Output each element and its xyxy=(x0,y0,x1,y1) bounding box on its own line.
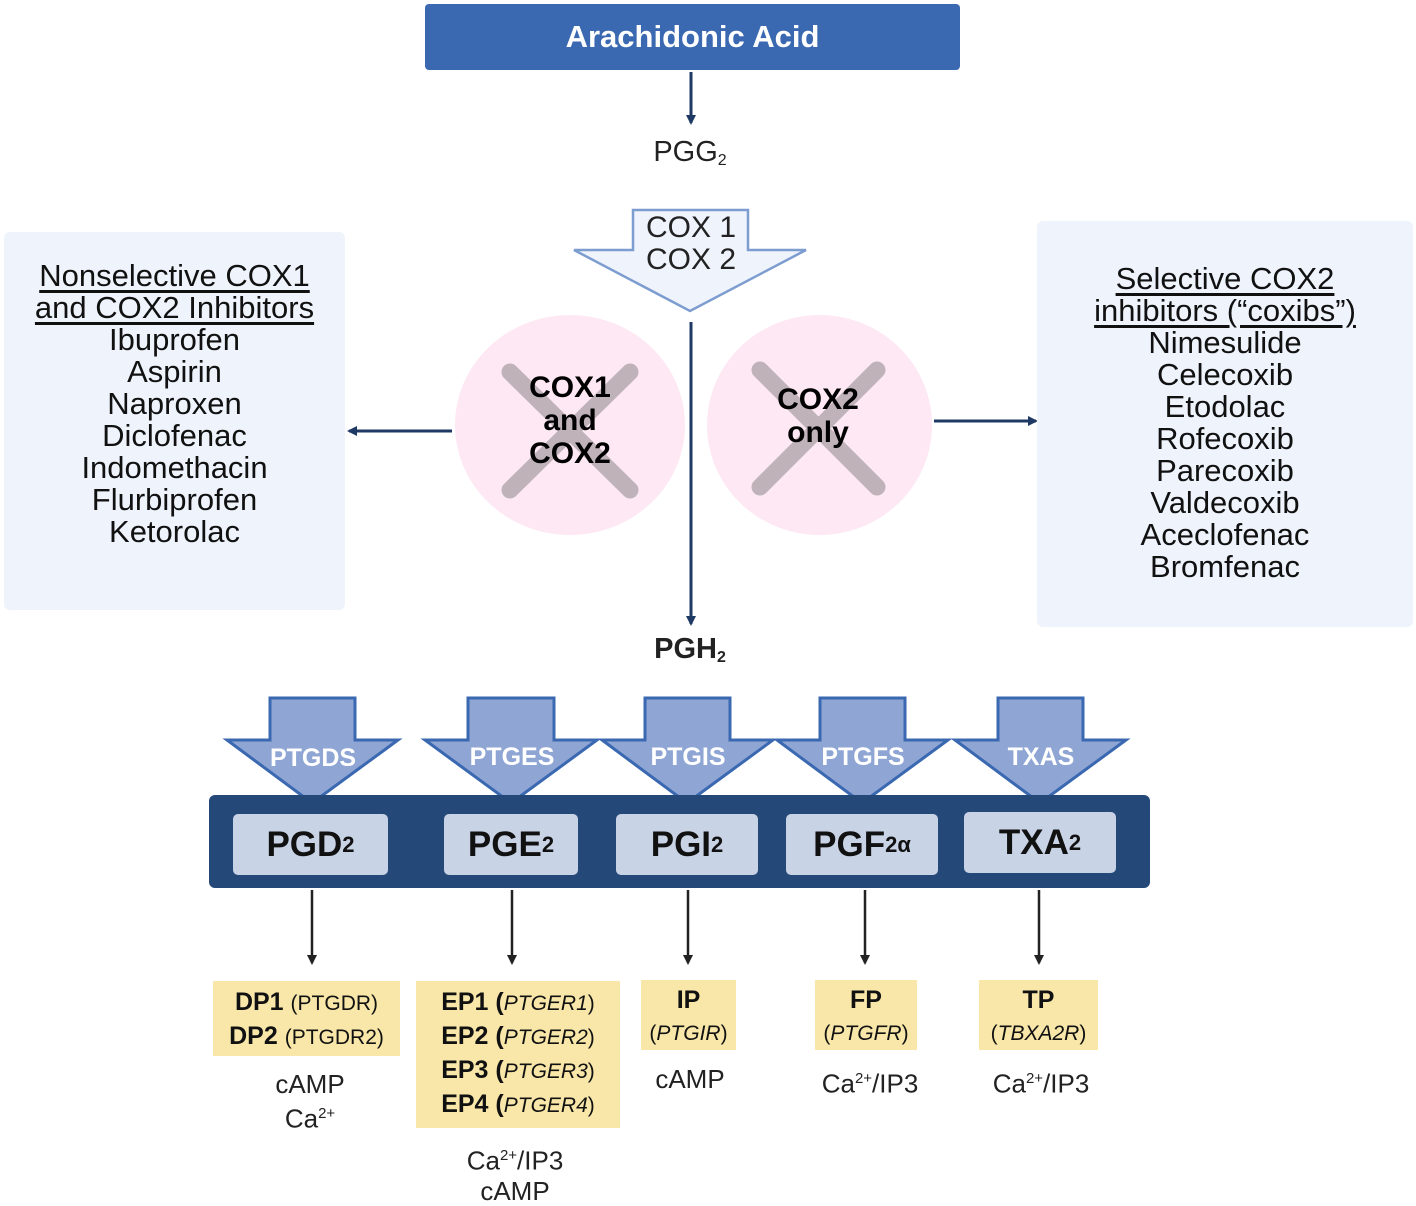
enzyme-ptgds-label: PTGDS xyxy=(269,744,357,772)
selective-heading-2: inhibitors (“coxibs”) xyxy=(1094,293,1356,328)
enzyme-ptges-label: PTGES xyxy=(469,743,555,771)
drug-item: Celecoxib xyxy=(1156,357,1294,392)
receptors-txa2: TP (TBXA2R) xyxy=(979,980,1098,1050)
enzyme-ptgis-label: PTGIS xyxy=(650,743,726,771)
receptor-ep3: EP3 (PTGER3) xyxy=(441,1056,595,1084)
second-messenger-pgd2: cAMP Ca2+ xyxy=(275,1069,345,1134)
receptor-dp1: DP1 (PTGDR) xyxy=(234,988,379,1016)
drug-item: Aspirin xyxy=(127,354,222,389)
drug-item: Parecoxib xyxy=(1156,453,1294,488)
enzyme-txas-label: TXAS xyxy=(1007,743,1075,771)
cross-mark-icon xyxy=(501,363,639,499)
pgg2-label: PGG2 xyxy=(653,136,727,169)
blocked-left-text: COX1 and COX2 xyxy=(529,371,611,470)
drug-item: Ibuprofen xyxy=(109,322,240,357)
enzyme-arrow-ptgds xyxy=(222,696,403,805)
drug-item: Indomethacin xyxy=(81,450,268,485)
receptors-pgf2a: FP (PTGFR) xyxy=(815,980,917,1050)
cox1-label: COX 1 xyxy=(645,211,737,244)
receptors-pgd2: DP1 (PTGDR) DP2 (PTGDR2) xyxy=(213,981,400,1056)
cox-arrow-shape xyxy=(573,208,807,313)
second-messenger-txa2: Ca2+/IP3 xyxy=(992,1068,1090,1099)
nonselective-inhibitors-panel: Nonselective COX1 and COX2 Inhibitors Ib… xyxy=(4,232,345,610)
second-messenger-pge2: Ca2+/IP3 cAMP xyxy=(466,1145,564,1206)
drug-item: Aceclofenac xyxy=(1140,517,1310,552)
receptors-pge2: EP1 (PTGER1) EP2 (PTGER2) EP3 (PTGER3) E… xyxy=(416,981,620,1128)
enzyme-ptgfs-label: PTGFS xyxy=(821,743,905,771)
receptors-pgi2: IP (PTGIR) xyxy=(641,980,736,1050)
receptor-fp: FP xyxy=(850,986,882,1014)
drug-item: Etodolac xyxy=(1164,389,1286,424)
enzyme-arrow-ptges xyxy=(420,696,602,805)
cox-enzymes-label: COX 1 COX 2 xyxy=(620,212,762,276)
blocked-right-text: COX2 only xyxy=(777,383,859,449)
cox2-label: COX 2 xyxy=(645,243,737,276)
receptor-tp: TP xyxy=(1022,986,1055,1014)
second-messenger-pgf2a: Ca2+/IP3 xyxy=(821,1068,919,1099)
receptor-ip: IP xyxy=(676,986,701,1014)
second-messenger-pgi2: cAMP xyxy=(655,1064,725,1094)
nonselective-heading-2: and COX2 Inhibitors xyxy=(34,290,315,325)
drug-item: Rofecoxib xyxy=(1156,421,1294,456)
drug-item: Nimesulide xyxy=(1148,325,1302,360)
drug-item: Valdecoxib xyxy=(1150,485,1300,520)
receptor-ep1: EP1 (PTGER1) xyxy=(441,988,595,1016)
nonselective-heading-1: Nonselective COX1 xyxy=(39,258,310,293)
enzyme-arrow-txas xyxy=(950,696,1131,805)
cross-mark-icon xyxy=(751,361,886,496)
receptor-ep2: EP2 (PTGER2) xyxy=(441,1022,595,1050)
drug-item: Diclofenac xyxy=(102,418,247,453)
arachidonic-acid-label: Arachidonic Acid xyxy=(565,19,820,54)
enzyme-arrow-ptgfs xyxy=(772,696,953,805)
selective-heading-1: Selective COX2 xyxy=(1115,261,1335,296)
enzyme-arrow-ptgis xyxy=(597,696,778,805)
arachidonic-acid-box: Arachidonic Acid xyxy=(425,4,960,70)
drug-item: Ketorolac xyxy=(109,514,240,549)
receptor-dp2: DP2 (PTGDR2) xyxy=(229,1022,384,1050)
drug-item: Bromfenac xyxy=(1150,549,1300,584)
receptor-ep4: EP4 (PTGER4) xyxy=(441,1090,595,1118)
selective-cox2-inhibitors-panel: Selective COX2 inhibitors (“coxibs”) Nim… xyxy=(1037,221,1413,627)
drug-item: Flurbiprofen xyxy=(91,482,258,517)
pgh2-label: PGH2 xyxy=(654,633,726,666)
drug-item: Naproxen xyxy=(107,386,242,421)
